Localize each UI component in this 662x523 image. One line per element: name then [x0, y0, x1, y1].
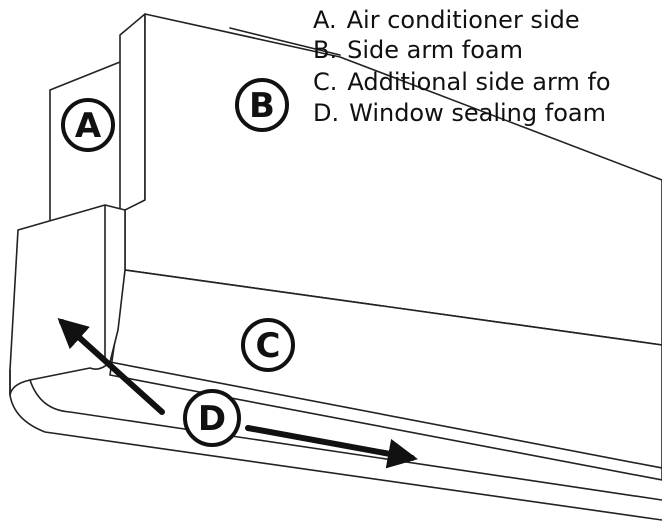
- legend-item-c: C.Additional side arm fo: [313, 68, 611, 96]
- svg-text:D: D: [198, 399, 226, 439]
- marker-a: A: [61, 98, 115, 152]
- svg-text:C: C: [256, 326, 281, 366]
- legend-item-b: B.Side arm foam: [313, 36, 523, 64]
- legend-leader-line: [229, 27, 341, 56]
- svg-text:A: A: [75, 106, 102, 146]
- legend-item-a: A.Air conditioner side: [313, 6, 580, 34]
- marker-d: D: [183, 389, 241, 447]
- marker-b: B: [235, 78, 289, 132]
- svg-text:B: B: [249, 86, 275, 126]
- legend-item-d: D.Window sealing foam: [313, 99, 606, 127]
- arrow-right: [245, 425, 418, 469]
- arrow-up-left: [57, 317, 165, 415]
- window-sealing-foam-block: [9, 204, 662, 521]
- marker-c: C: [241, 318, 295, 372]
- legend: A.Air conditioner side B.Side arm foam C…: [313, 6, 611, 127]
